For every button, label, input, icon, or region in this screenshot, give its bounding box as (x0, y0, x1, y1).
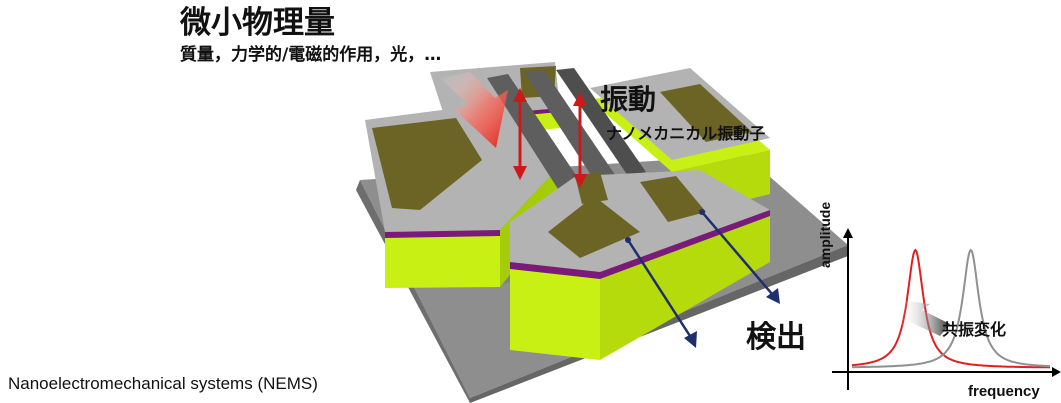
input-arrow (440, 72, 508, 148)
nems-caption: Nanoelectromechanical systems (NEMS) (8, 374, 318, 393)
resonance-shift-label: 共振変化 (942, 320, 1007, 339)
block-front-right (510, 170, 770, 360)
chart-x-axis-arrowhead (1052, 367, 1061, 377)
resonance-curve-after (852, 248, 1051, 369)
resonance-chart (832, 228, 1061, 390)
detection-label: 検出 (746, 320, 806, 355)
chart-y-axis-arrowhead (843, 228, 853, 238)
resonance-curve-before (851, 248, 1050, 369)
diagram-title: 微小物理量 (180, 5, 335, 41)
detection-arrows (625, 209, 780, 348)
chart-y-axis-label: amplitude (817, 201, 833, 268)
resonance-shift-arrow (900, 300, 950, 336)
chart-x-axis-label: frequency (968, 383, 1040, 400)
diagram-subtitle: 質量，力学的/電磁的作用，光，… (180, 45, 442, 65)
vibration-sublabel: ナノメカニカル振動子 (606, 124, 766, 143)
vibration-label: 振動 (600, 83, 657, 116)
vibration-arrows (513, 88, 587, 188)
